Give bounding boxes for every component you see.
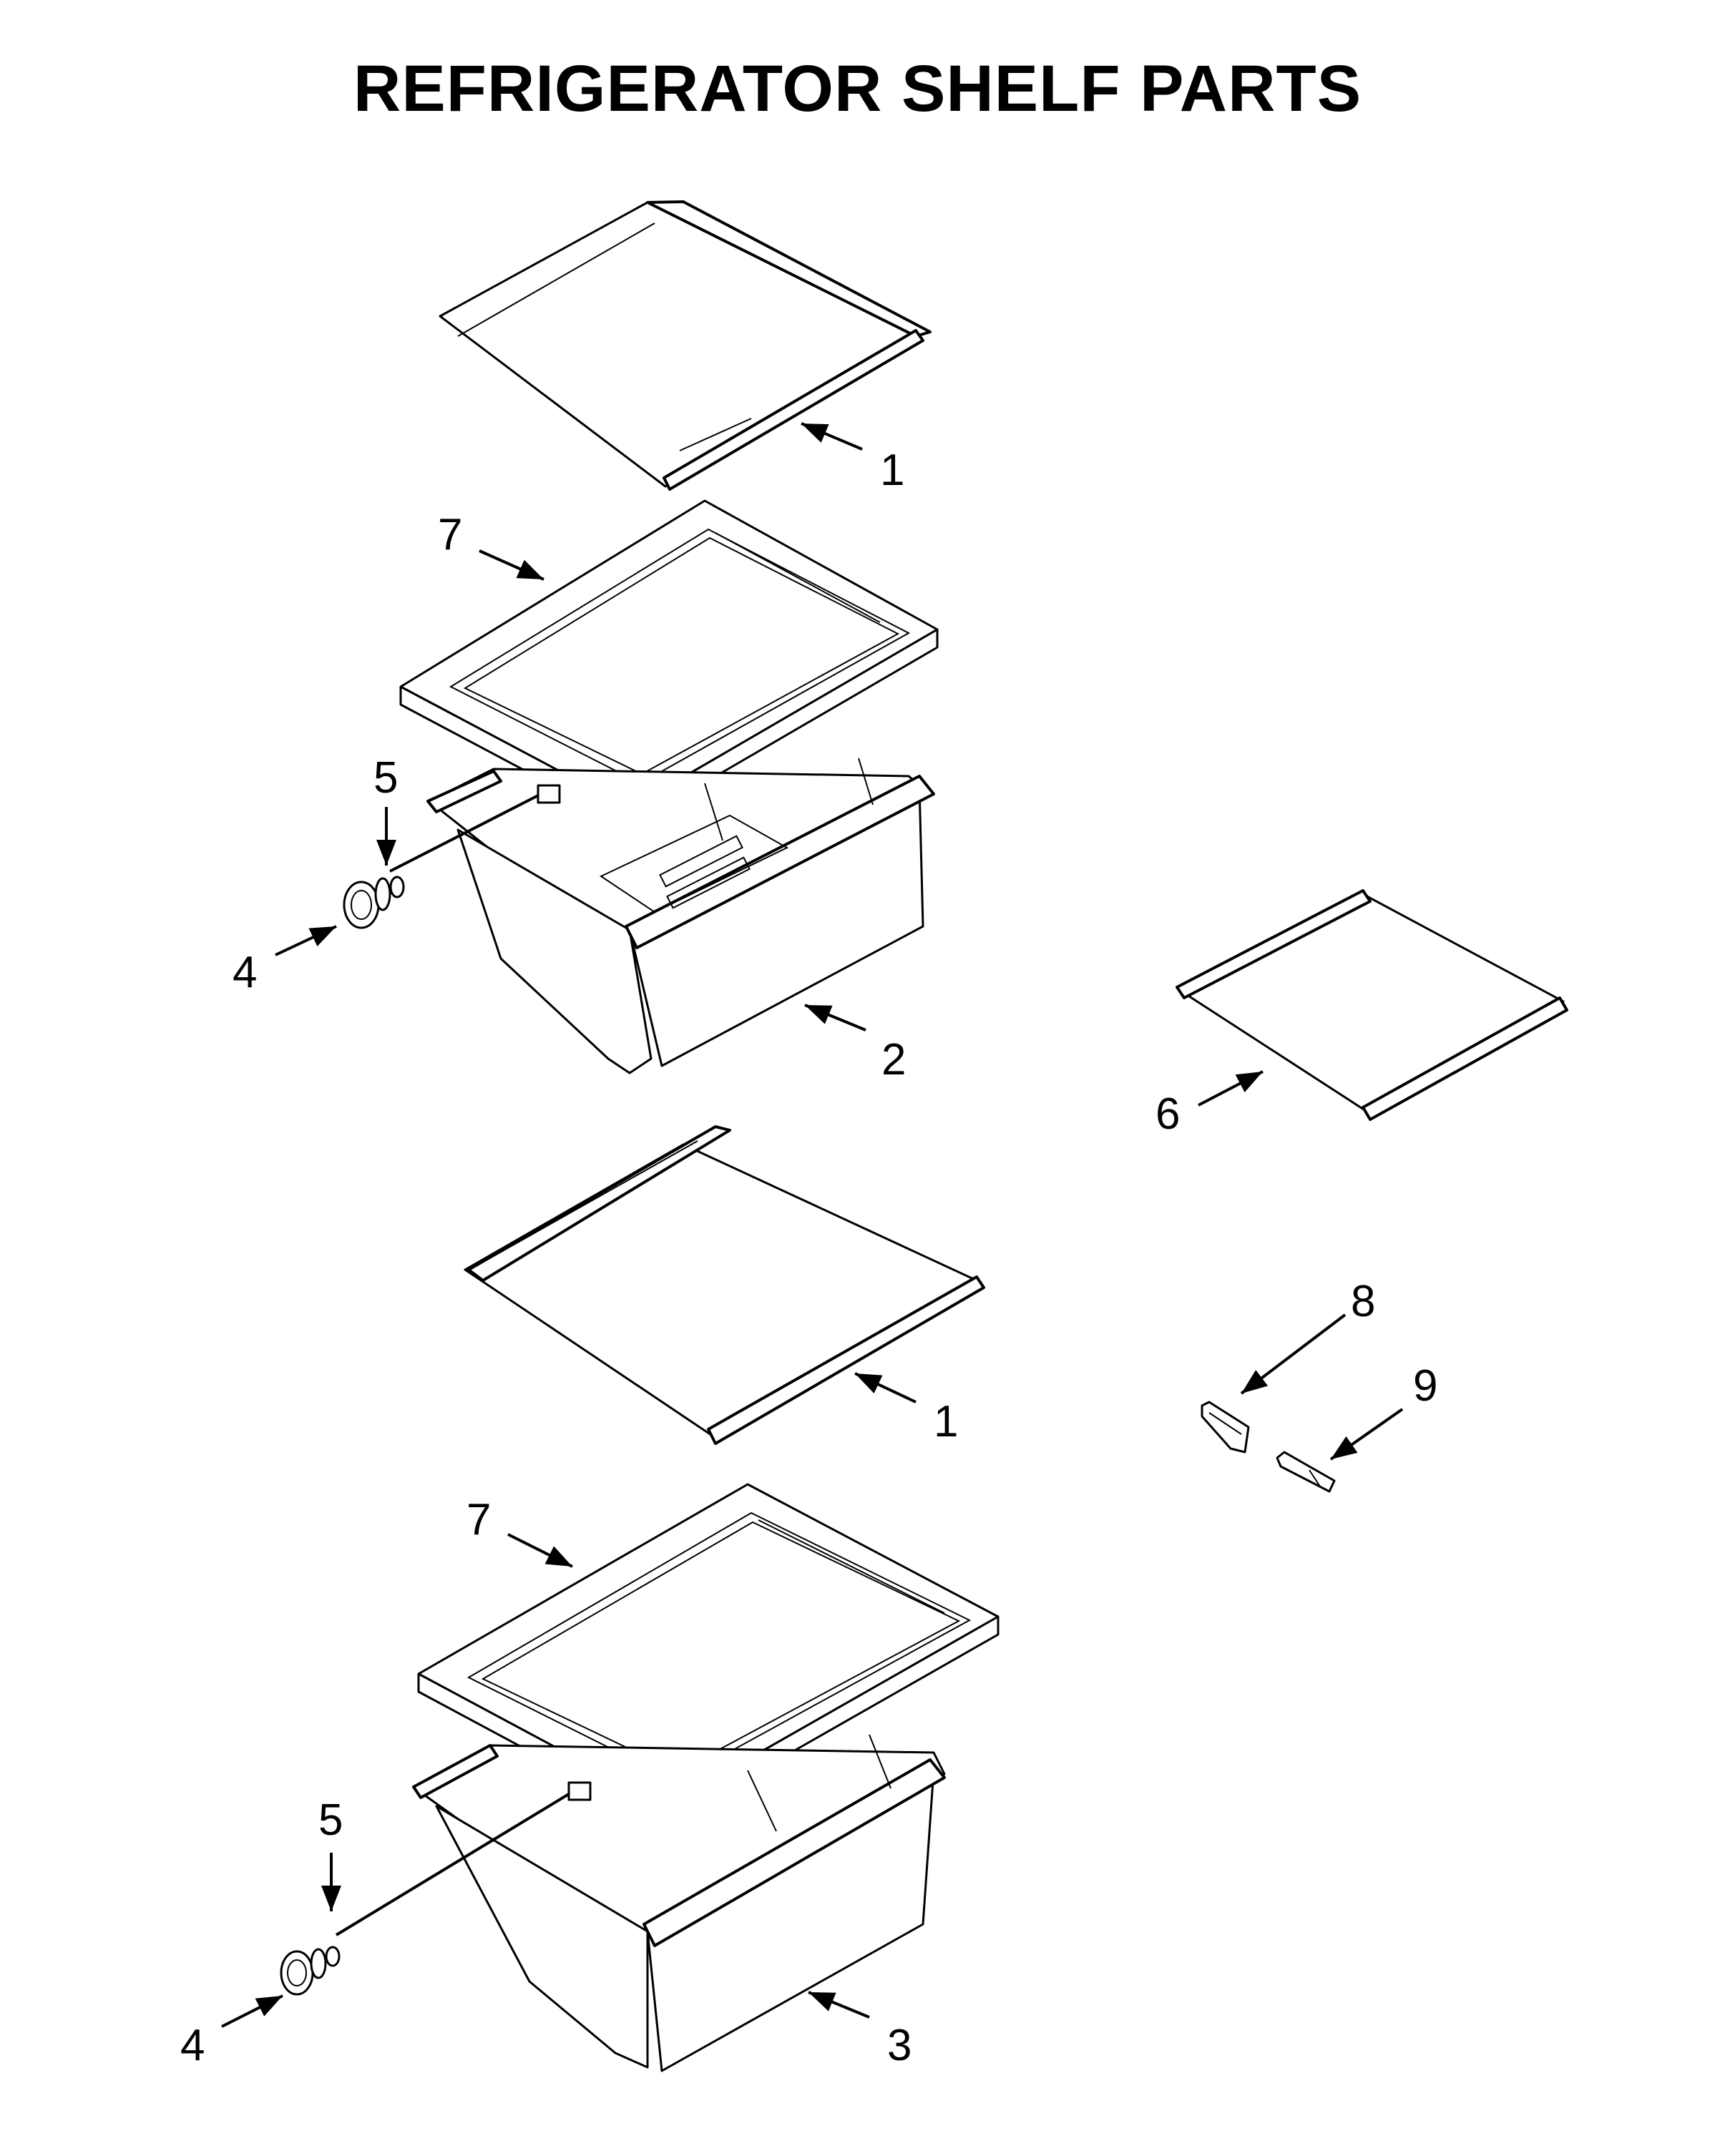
crisper-drawer-lower	[335, 1734, 946, 2072]
leader-arrow-3	[808, 1991, 870, 2019]
callout-7-lower-cover: 7	[466, 1495, 491, 1544]
shelf-clip-8	[1201, 1401, 1250, 1454]
leader-arrow-2	[804, 1004, 866, 1032]
callout-4-upper-wheel: 4	[233, 948, 257, 997]
callout-6-small-shelf: 6	[1155, 1089, 1180, 1139]
leader-arrows	[221, 422, 1404, 2028]
callout-1-upper-shelf: 1	[880, 446, 904, 495]
callout-3-lower-drawer: 3	[887, 2021, 912, 2070]
callout-8-clip: 8	[1351, 1277, 1375, 1326]
callout-2-upper-drawer: 2	[881, 1035, 906, 1084]
roller-washer-lower	[325, 1946, 341, 1967]
roller-wheel-lower	[280, 1948, 327, 1996]
callout-7-upper-cover: 7	[438, 510, 462, 559]
diagram-title: REFRIGERATOR SHELF PARTS	[353, 52, 1362, 125]
leader-arrow-7a	[479, 549, 544, 581]
leader-arrow-6	[1198, 1070, 1264, 1107]
leader-arrow-1a	[801, 422, 863, 451]
callout-labels: 1 7 5 4 2 6 1 8 9 7 5 4 3	[180, 446, 1437, 2070]
leader-arrow-8	[1240, 1313, 1347, 1395]
glass-shelf-upper	[439, 200, 932, 491]
callout-1-lower-shelf: 1	[934, 1397, 958, 1446]
roller-washer-upper	[389, 876, 405, 898]
callout-9-clip: 9	[1413, 1361, 1437, 1411]
callout-4-lower-wheel: 4	[180, 2021, 205, 2070]
crisper-drawer-upper	[389, 758, 935, 1074]
roller-wheel-upper	[343, 877, 391, 929]
glass-shelf-lower	[464, 1125, 985, 1445]
callout-5-upper-washer: 5	[373, 753, 398, 803]
shelf-clip-9	[1276, 1451, 1336, 1493]
leader-arrow-9	[1329, 1408, 1404, 1461]
leader-arrow-1b	[854, 1372, 917, 1403]
callout-5-lower-washer: 5	[318, 1795, 343, 1845]
leader-arrow-4b	[221, 1994, 283, 2028]
leader-arrow-7b	[507, 1533, 573, 1568]
glass-shelf-small	[1176, 889, 1568, 1121]
leader-arrow-4a	[275, 925, 337, 956]
